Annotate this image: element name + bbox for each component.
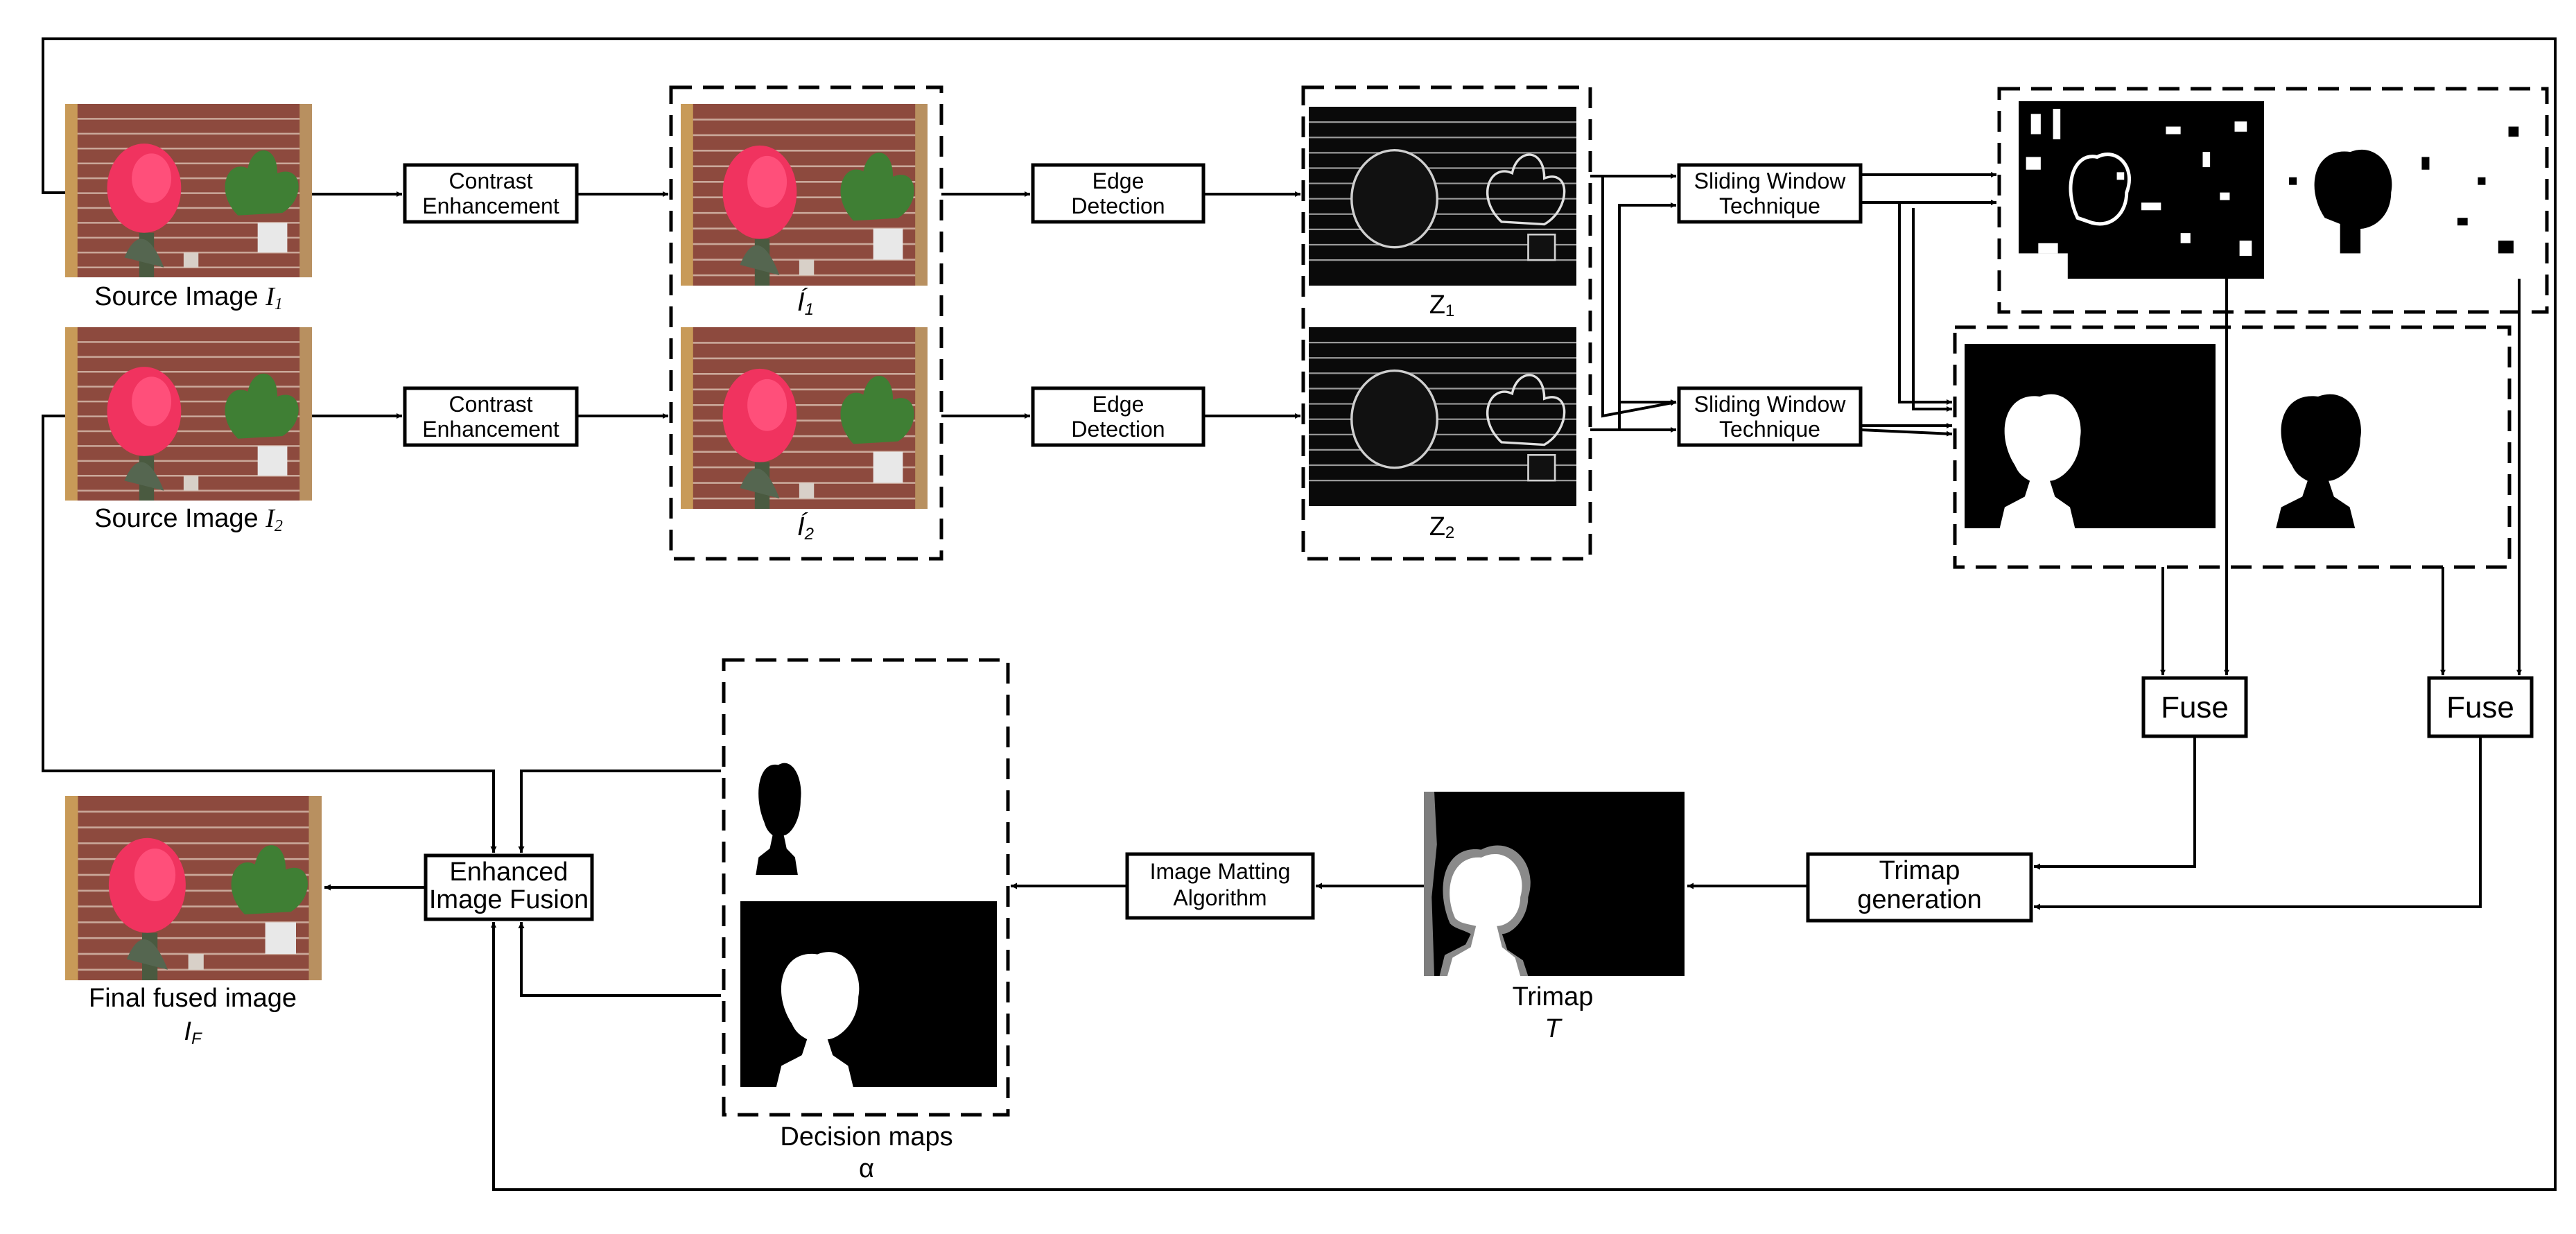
caption-final-symbol: IF bbox=[184, 1017, 202, 1048]
image-matting-box bbox=[1125, 852, 1315, 920]
sliding-window-box-2 bbox=[1677, 386, 1863, 447]
caption-i1: Í1 bbox=[797, 287, 814, 319]
caption-decision-maps: Decision maps bbox=[780, 1122, 952, 1152]
caption-trimap-symbol: T bbox=[1544, 1014, 1563, 1043]
fuse-box-1 bbox=[2141, 676, 2248, 738]
focus-map-2a bbox=[1965, 344, 2216, 528]
fuse-1-label: Fuse bbox=[2161, 690, 2229, 724]
decision-map-large bbox=[740, 901, 997, 1087]
caption-i2: Í2 bbox=[797, 512, 814, 544]
decision-map-small bbox=[736, 721, 876, 875]
arrow-decision-large-fusion bbox=[518, 922, 721, 997]
matting-line2: Algorithm bbox=[1173, 885, 1267, 910]
arrow-decision-small-fusion bbox=[518, 770, 721, 853]
loop-source2-to-fusion bbox=[42, 415, 497, 853]
edge-map-z2-thumbnail bbox=[1309, 327, 1576, 506]
focus-map-1b bbox=[2274, 101, 2529, 279]
arrow-slide2-maps2b bbox=[1860, 428, 1953, 437]
edge-map-z1-thumbnail bbox=[1309, 107, 1576, 286]
caption-source-2: Source Image I2 bbox=[94, 504, 283, 535]
edge-1-line1: Edge bbox=[1093, 168, 1145, 193]
enhanced-line2: Image Fusion bbox=[429, 885, 589, 914]
trimapgen-line1: Trimap bbox=[1879, 856, 1960, 885]
focus-maps-group-2 bbox=[1953, 325, 2512, 569]
fuse-box-2 bbox=[2427, 676, 2534, 738]
contrast-2-line2: Enhancement bbox=[422, 417, 559, 442]
edge-2-line1: Edge bbox=[1093, 392, 1145, 417]
arrow-slide1-maps2b bbox=[1912, 208, 1952, 412]
caption-z1: Z1 bbox=[1429, 290, 1455, 320]
arrow-z2-slide1 bbox=[1618, 202, 1676, 430]
decision-maps-group bbox=[722, 658, 1010, 1117]
contrast-2-line1: Contrast bbox=[449, 392, 533, 417]
trimap-image bbox=[1424, 792, 1685, 976]
contrast-1-line2: Enhancement bbox=[422, 193, 559, 218]
arrow-fuse2-trimapgen bbox=[2034, 736, 2482, 910]
source-image-1-thumbnail bbox=[65, 104, 312, 277]
final-fused-image-thumbnail bbox=[65, 796, 322, 980]
focus-map-1a bbox=[2019, 101, 2264, 279]
enhanced-image-fusion-box bbox=[424, 853, 594, 921]
focus-maps-group-1 bbox=[1997, 87, 2549, 314]
arrow-slide1-maps2 bbox=[1898, 202, 1952, 405]
contrast-1-line1: Contrast bbox=[449, 168, 533, 193]
sliding-window-box-1 bbox=[1677, 163, 1863, 224]
slide-1-line2: Technique bbox=[1719, 193, 1820, 218]
caption-decision-alpha: α bbox=[859, 1154, 874, 1183]
focus-map-2b bbox=[2239, 344, 2503, 528]
matting-line1: Image Matting bbox=[1150, 859, 1291, 884]
enhanced-image-1-thumbnail bbox=[681, 104, 928, 286]
enhanced-image-2-thumbnail bbox=[681, 327, 928, 509]
caption-trimap: Trimap bbox=[1513, 982, 1594, 1011]
edge-2-line2: Detection bbox=[1071, 417, 1165, 442]
loop-source1-to-fusion bbox=[42, 37, 2557, 1191]
edge-detection-box-1 bbox=[1031, 163, 1206, 224]
enhanced-images-group bbox=[669, 85, 943, 561]
enhanced-line1: Enhanced bbox=[449, 858, 568, 887]
slide-2-line1: Sliding Window bbox=[1694, 392, 1847, 417]
source-image-2-thumbnail bbox=[65, 327, 312, 501]
caption-source-1: Source Image I1 bbox=[94, 282, 283, 313]
trimapgen-line2: generation bbox=[1857, 885, 1982, 914]
edge-1-line2: Detection bbox=[1071, 193, 1165, 218]
edge-maps-group bbox=[1301, 85, 1592, 561]
arrow-fuse1-trimapgen bbox=[2034, 736, 2196, 870]
fuse-2-label: Fuse bbox=[2446, 690, 2514, 724]
slide-2-line2: Technique bbox=[1719, 417, 1820, 442]
slide-1-line1: Sliding Window bbox=[1694, 168, 1847, 193]
caption-final: Final fused image bbox=[89, 984, 297, 1013]
caption-z2: Z2 bbox=[1429, 512, 1455, 542]
arrow-z1-slide2 bbox=[1601, 176, 1677, 418]
